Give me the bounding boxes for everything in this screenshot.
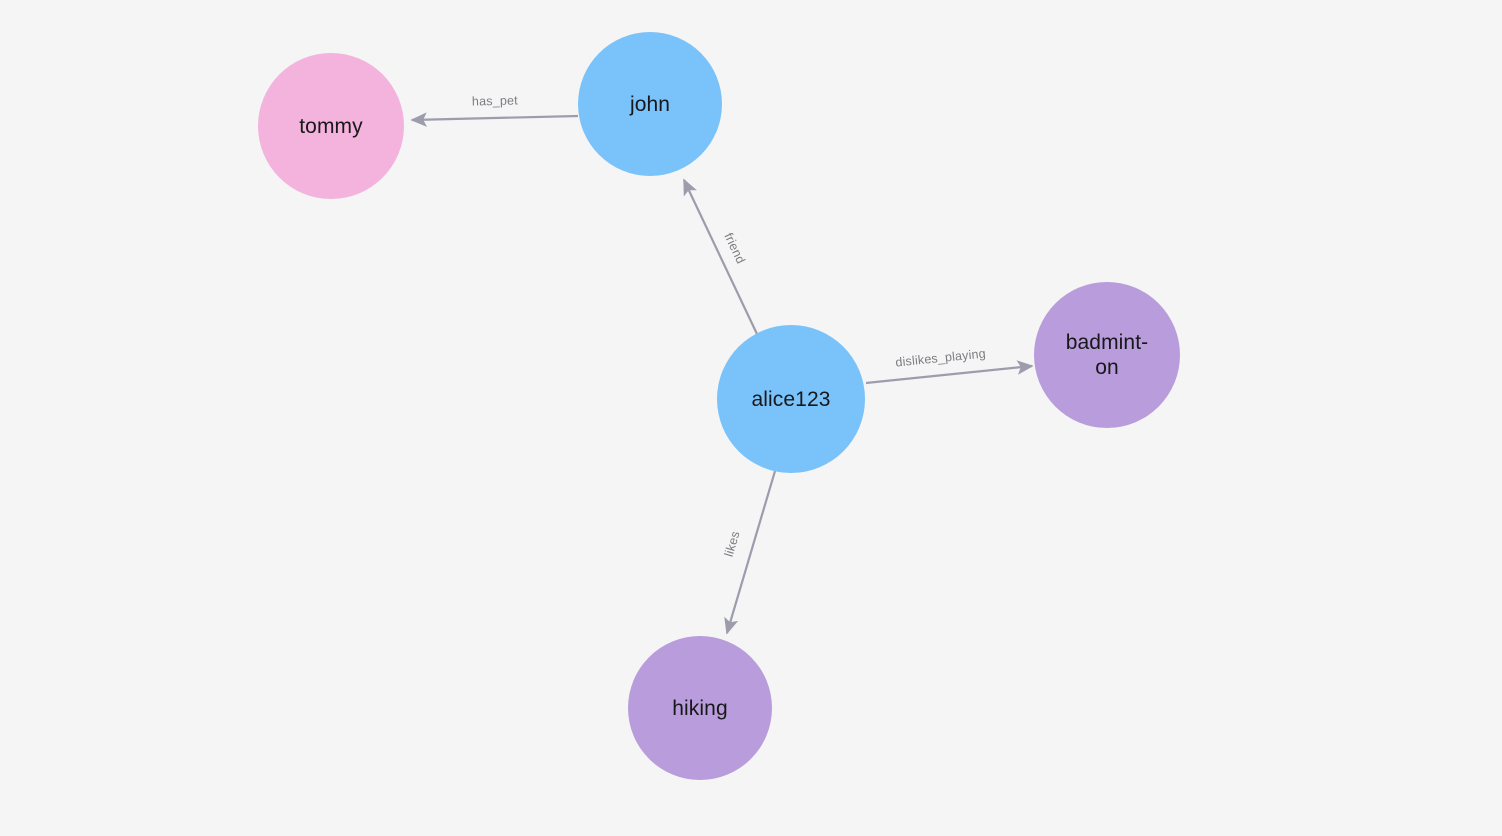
edge-line [683, 178, 758, 335]
graph-edge[interactable]: likes [722, 470, 777, 635]
graph-edge[interactable]: has_pet [410, 93, 579, 127]
graph-node-tommy[interactable]: tommy [258, 53, 404, 199]
graph-node-label: hiking [672, 696, 728, 720]
graph-edge[interactable]: dislikes_playing [865, 346, 1034, 385]
graph-node-label: john [629, 92, 671, 116]
graph-node-label: tommy [299, 114, 363, 138]
edge-label: dislikes_playing [895, 346, 987, 369]
edge-line [865, 360, 1034, 385]
graph-edge[interactable]: friend [683, 178, 758, 335]
edge-line [724, 470, 777, 635]
graph-node-label: badmint- on [1065, 331, 1149, 379]
graph-node-alice123[interactable]: alice123 [717, 325, 865, 473]
edge-line [410, 112, 579, 127]
graph-node-john[interactable]: john [578, 32, 722, 176]
graph-node-label: alice123 [751, 387, 831, 411]
graph-node-badminton[interactable]: badmint- on [1034, 282, 1180, 428]
edge-label: likes [722, 529, 743, 558]
edge-label: friend [721, 231, 748, 266]
graph-node-hiking[interactable]: hiking [628, 636, 772, 780]
edge-label: has_pet [472, 93, 519, 108]
